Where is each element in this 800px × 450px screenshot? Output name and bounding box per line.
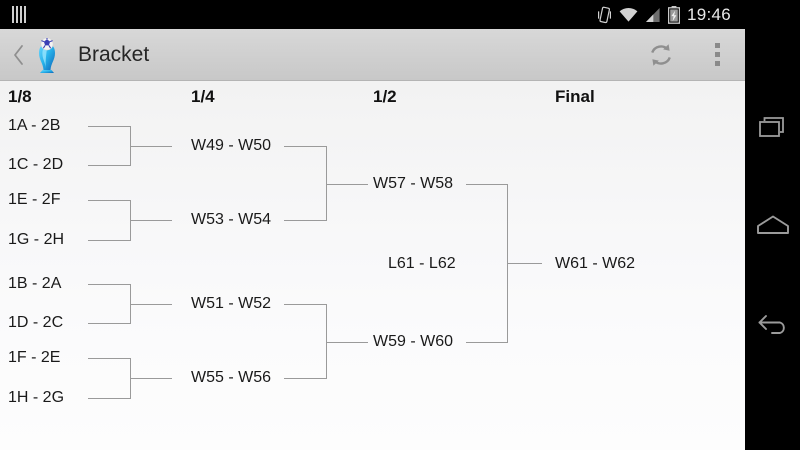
action-bar-actions	[633, 29, 745, 81]
world-cup-trophy-icon[interactable]	[32, 37, 62, 73]
home-button[interactable]	[750, 205, 796, 245]
match-w53-w54[interactable]: W53 - W54	[191, 211, 272, 228]
back-button[interactable]	[750, 303, 796, 343]
recents-button[interactable]	[750, 107, 796, 147]
refresh-button[interactable]	[633, 29, 689, 81]
connector-line	[284, 220, 327, 221]
battery-charging-icon	[667, 5, 680, 24]
overflow-menu-button[interactable]	[689, 29, 745, 81]
round-header-eighth: 1/8	[8, 87, 32, 106]
match-1b-2a[interactable]: 1B - 2A	[8, 275, 62, 292]
match-w51-w52[interactable]: W51 - W52	[191, 295, 272, 312]
connector-line	[88, 126, 131, 127]
cellular-signal-icon	[645, 7, 660, 22]
round-header-final: Final	[555, 87, 595, 106]
chevron-left-icon	[13, 44, 23, 65]
connector-line	[130, 220, 172, 221]
refresh-icon	[651, 43, 671, 66]
home-icon	[756, 215, 789, 234]
match-w59-w60[interactable]: W59 - W60	[373, 333, 454, 350]
match-w57-w58[interactable]: W57 - W58	[373, 175, 454, 192]
overflow-menu-icon	[714, 43, 720, 66]
page-title: Bracket	[78, 42, 150, 66]
connector-line	[284, 378, 327, 379]
round-header-semi: 1/2	[373, 87, 397, 106]
connector-line	[326, 146, 327, 221]
connector-line	[88, 398, 131, 399]
vibrate-icon	[597, 6, 611, 23]
status-bar-clock: 19:46	[686, 4, 731, 24]
match-1f-2e[interactable]: 1F - 2E	[8, 349, 61, 366]
status-bar-right: 19:46	[597, 5, 745, 25]
connector-line	[130, 304, 172, 305]
match-final[interactable]: W61 - W62	[555, 255, 636, 272]
connector-line	[284, 304, 327, 305]
match-1c-2d[interactable]: 1C - 2D	[8, 156, 64, 173]
connector-line	[88, 200, 131, 201]
match-1e-2f[interactable]: 1E - 2F	[8, 191, 61, 208]
connector-line	[130, 378, 172, 379]
match-w49-w50[interactable]: W49 - W50	[191, 137, 272, 154]
connector-line	[88, 240, 131, 241]
match-1d-2c[interactable]: 1D - 2C	[8, 314, 64, 331]
bracket-content[interactable]: 1/8 1/4 1/2 Final 1A - 2B 1C - 2D 1E - 2…	[0, 81, 745, 450]
connector-line	[88, 165, 131, 166]
connector-line	[466, 184, 508, 185]
match-1g-2h[interactable]: 1G - 2H	[8, 231, 65, 248]
up-navigation-button[interactable]	[6, 29, 30, 80]
connector-line	[88, 323, 131, 324]
status-bar-left	[0, 6, 26, 23]
connector-line	[507, 263, 542, 264]
connector-line	[326, 342, 368, 343]
match-w55-w56[interactable]: W55 - W56	[191, 369, 272, 386]
connector-line	[326, 184, 368, 185]
action-bar: Bracket	[0, 29, 745, 81]
connector-line	[326, 304, 327, 379]
match-1h-2g[interactable]: 1H - 2G	[8, 389, 65, 406]
connector-line	[88, 358, 131, 359]
match-1a-2b[interactable]: 1A - 2B	[8, 117, 61, 134]
connector-line	[88, 284, 131, 285]
match-third-place[interactable]: L61 - L62	[388, 255, 456, 272]
menu-bars-icon	[12, 6, 26, 23]
navigation-bar	[745, 0, 800, 450]
connector-line	[130, 146, 172, 147]
status-bar: 19:46	[0, 0, 745, 29]
wifi-icon	[619, 7, 638, 22]
connector-line	[284, 146, 327, 147]
connector-line	[466, 342, 508, 343]
back-icon	[758, 315, 785, 334]
round-header-quarter: 1/4	[191, 87, 215, 106]
recents-icon	[758, 117, 784, 137]
